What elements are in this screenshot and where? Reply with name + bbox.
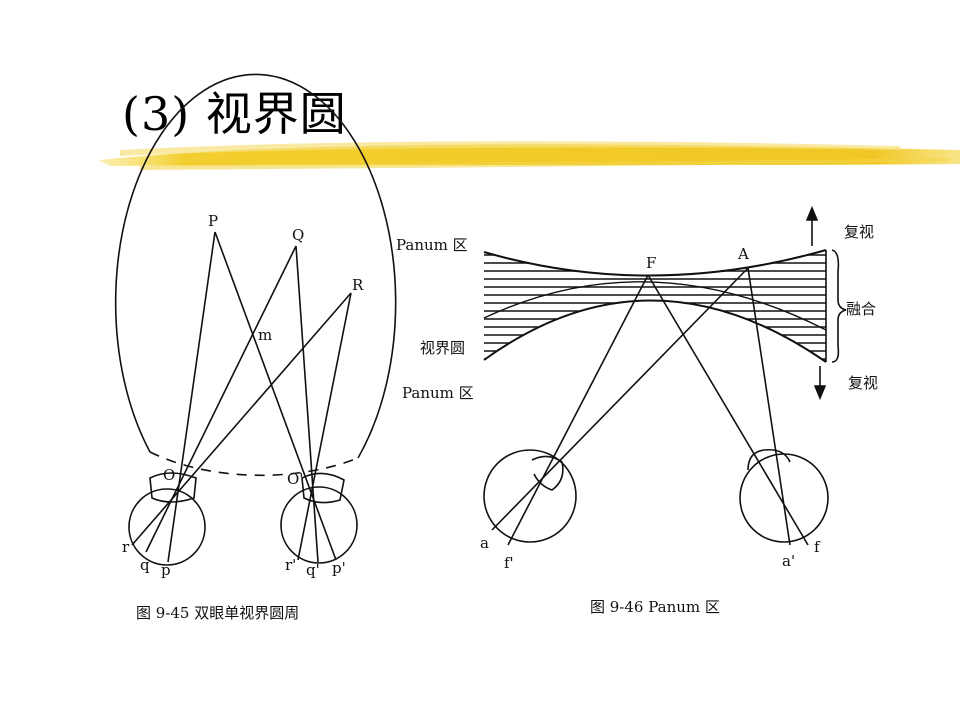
- label-O-left: O: [163, 466, 175, 484]
- label-a-prime: a': [782, 552, 795, 570]
- label-a: a: [480, 534, 489, 552]
- label-R: R: [352, 276, 364, 294]
- label-p-prime: p': [332, 559, 346, 577]
- label-q-prime: q': [306, 561, 320, 579]
- label-fusion: 融合: [846, 300, 876, 318]
- label-P: P: [208, 212, 218, 230]
- label-Q: Q: [292, 226, 304, 244]
- caption-left: 图 9-45 双眼单视界圆周: [136, 604, 299, 622]
- panum-area-figure: [483, 205, 847, 546]
- label-horopter: 视界圆: [420, 339, 465, 357]
- label-F: F: [646, 254, 656, 272]
- label-A: A: [737, 245, 749, 263]
- label-panum-bottom: Panum 区: [402, 384, 474, 402]
- label-O-right: O': [287, 470, 303, 488]
- label-diplopia-bottom: 复视: [848, 374, 878, 392]
- horopter-circle-figure: [114, 73, 397, 566]
- caption-right: 图 9-46 Panum 区: [590, 598, 720, 616]
- label-q: q: [140, 556, 150, 574]
- panum-labels: Panum 区 视界圆 Panum 区 F A 复视 融合 复视 a f' a'…: [396, 223, 878, 572]
- label-r-prime: r': [285, 556, 296, 574]
- label-diplopia-top: 复视: [844, 223, 874, 241]
- label-f-prime: f': [504, 554, 514, 572]
- label-m: m: [258, 326, 272, 344]
- slide-title: (3) 视界圆: [122, 87, 347, 141]
- label-r: r: [122, 538, 130, 556]
- horopter-labels: P Q R m O O' r q p r' q' p': [122, 212, 364, 579]
- label-f: f: [814, 538, 821, 556]
- label-p: p: [161, 561, 171, 579]
- label-panum-top: Panum 区: [396, 236, 468, 254]
